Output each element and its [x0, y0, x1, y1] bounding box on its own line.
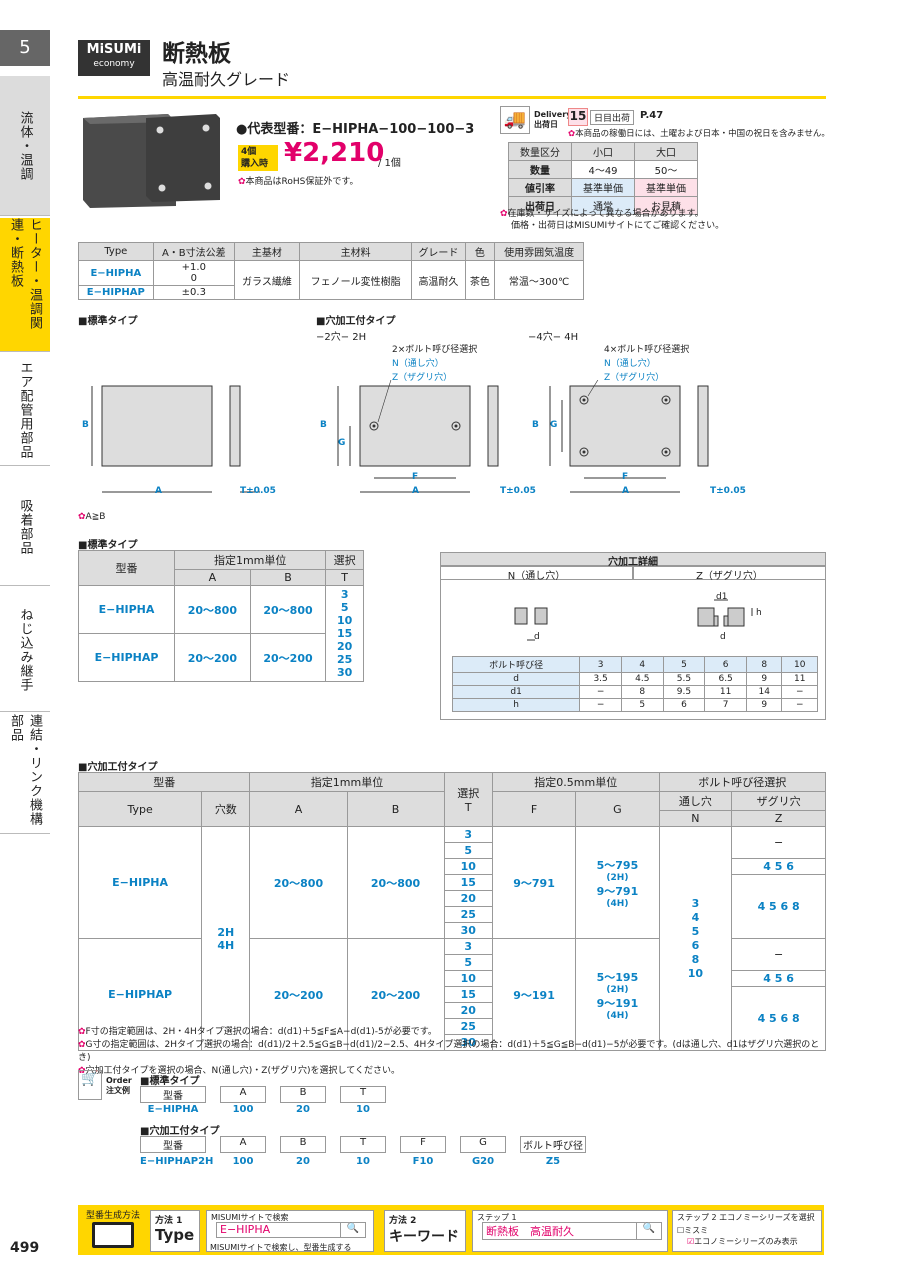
n-label-4h: N（通し穴）: [604, 359, 656, 369]
tab-heater[interactable]: ヒーター・温調関連・断熱板: [0, 218, 50, 352]
hint-icon: ✿: [568, 129, 576, 139]
cart-icon: 🛒: [78, 1070, 102, 1100]
order-hole-title: ■穴加工付タイプ: [140, 1126, 220, 1137]
z-label-4h: Z（ザグリ穴）: [604, 373, 665, 383]
typical-model: ●代表型番：E−HIPHA−100−100−3: [236, 122, 475, 137]
delivery-days: 15: [568, 108, 588, 126]
truck-icon: 🚚: [500, 106, 530, 134]
dim-t-std: T±0.05: [240, 486, 276, 496]
order-std-title: ■標準タイプ: [140, 1076, 200, 1087]
hole-detail-n: N（通し穴）: [440, 566, 633, 582]
dim-g-4h: G: [550, 420, 558, 430]
dim-b-4h: B: [532, 420, 539, 430]
g-cell-hiphap: 5〜195(2H)9〜191(4H): [575, 938, 660, 1051]
price-unit: / 1個: [378, 158, 401, 169]
page-number: 499: [10, 1240, 40, 1256]
label-d-z: d: [720, 632, 726, 642]
hole-section-drawing: [514, 599, 753, 641]
tab-air[interactable]: エア配管用部品: [0, 354, 50, 466]
search1-input[interactable]: E−HIPHA: [216, 1222, 366, 1238]
n-label-2h: N（通し穴）: [392, 359, 444, 369]
aeb-note: ✿A≧B: [78, 512, 106, 522]
hole-table-title: ■穴加工付タイプ: [78, 762, 158, 773]
chapter-number: 5: [0, 30, 50, 66]
search-icon-2[interactable]: 🔍: [636, 1222, 662, 1240]
bolt4-label: 4×ボルト呼び径選択: [604, 345, 690, 355]
drawing-hole-label: ■穴加工付タイプ: [316, 316, 396, 327]
order-label: Order 注文例: [106, 1076, 132, 1095]
keyword-input[interactable]: 断熱板 高温耐久: [482, 1222, 662, 1240]
dim-a-4h: A: [622, 486, 629, 496]
header-rule: [78, 96, 826, 99]
monitor-icon: [92, 1222, 134, 1248]
step2-box: ステップ 2 エコノミーシリーズを選択 ☐ミスミ ☑エコノミーシリーズのみ表示: [672, 1210, 822, 1252]
checkbox-economy[interactable]: ☑: [687, 1237, 695, 1246]
drawing-std-label: ■標準タイプ: [78, 316, 138, 327]
delivery-label: Delivery 出荷日: [534, 110, 572, 129]
bolt2-label: 2×ボルト呼び径選択: [392, 345, 478, 355]
dim-t-4h: T±0.05: [710, 486, 746, 496]
page-ref: P.47: [640, 110, 664, 121]
dim-f-2h: F: [412, 472, 419, 482]
label-d-n: d: [534, 632, 540, 642]
price: ¥2,210: [284, 138, 385, 168]
qty-badge: 4個 購入時: [238, 145, 278, 171]
method-label: 型番生成方法: [86, 1211, 141, 1221]
hole-detail-z: Z（ザグリ穴）: [633, 566, 826, 582]
label-d1: d1: [716, 592, 728, 602]
notes: ✿F寸の指定範囲は、2H・4Hタイプ選択の場合：d(d1)＋5≦F≦A−d(d1…: [78, 1027, 820, 1076]
product-image: [83, 114, 220, 208]
drawing-area: [91, 380, 709, 493]
dim-t-2h: T±0.05: [500, 486, 536, 496]
dim-b-2h: B: [320, 420, 327, 430]
checkbox-misumi[interactable]: ☐: [677, 1226, 685, 1235]
dim-a-std: A: [155, 486, 162, 496]
tab-link[interactable]: 連結・リンク機構部品: [0, 714, 50, 834]
label-h: h: [756, 608, 762, 618]
delivery-days-label: 日目出荷: [590, 110, 635, 125]
search-icon[interactable]: 🔍: [340, 1222, 366, 1238]
std-table-title: ■標準タイプ: [78, 540, 138, 551]
page-title: 断熱板: [162, 41, 231, 67]
hole-detail-title: 穴加工詳細: [440, 552, 826, 568]
label-2h: −2穴− 2H: [316, 332, 367, 343]
tab-suction[interactable]: 吸着部品: [0, 468, 50, 586]
search1-note: MISUMIサイトで検索し、型番生成する: [210, 1243, 352, 1252]
dim-f-4h: F: [622, 472, 629, 482]
rohs-note: ✿本商品はRoHS保証外です。: [238, 177, 359, 187]
tab-fitting[interactable]: ねじ込み継手: [0, 588, 50, 712]
g-cell-hipha: 5〜795(2H)9〜791(4H): [575, 826, 660, 939]
z-label-2h: Z（ザグリ穴）: [392, 373, 453, 383]
dim-b-std: B: [82, 420, 89, 430]
dim-a-2h: A: [412, 486, 419, 496]
delivery-note3: 価格・出荷日はMISUMIサイトにてご確認ください。: [511, 221, 725, 231]
delivery-note2: ✿在庫数・サイズによって異なる場合があります。: [500, 209, 704, 219]
hint-icon: ✿: [238, 177, 246, 187]
delivery-note: ✿本商品の稼働日には、土曜および日本・中国の祝日を含みません。: [568, 129, 830, 139]
page-subtitle: 高温耐久グレード: [162, 70, 291, 89]
tab-fluid[interactable]: 流体・温調: [0, 76, 50, 216]
dim-g-2h: G: [338, 438, 346, 448]
label-4h: −4穴− 4H: [528, 332, 579, 343]
